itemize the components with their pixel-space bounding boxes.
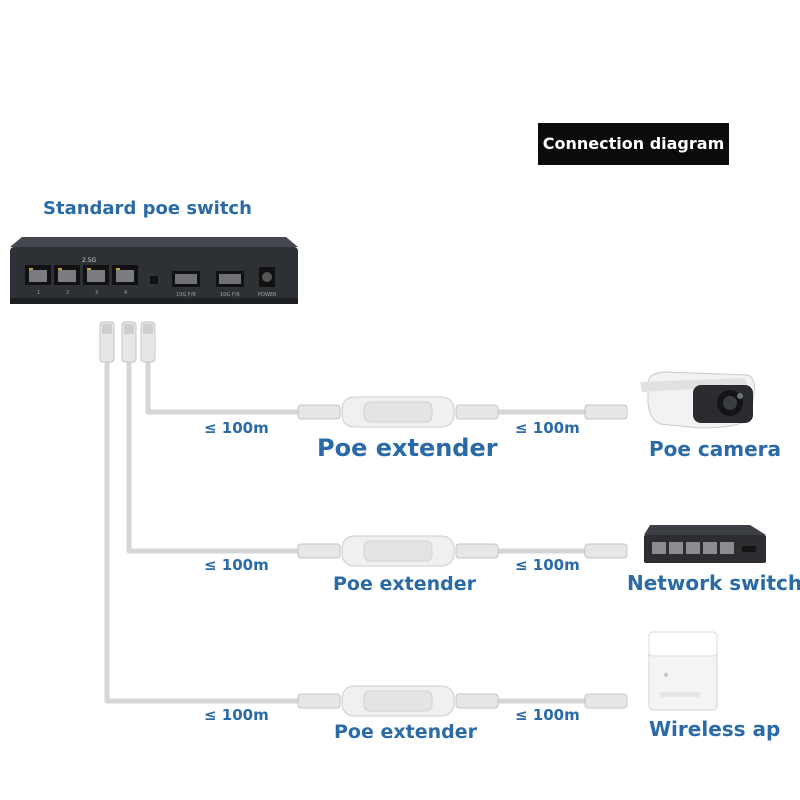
switch-speed-label: 2.5G: [82, 257, 97, 264]
reset-button: [150, 276, 158, 284]
row-2-left-distance: ≤ 100m: [204, 556, 269, 574]
cable-row-2: [126, 360, 300, 554]
connection-diagram-badge: Connection diagram: [538, 123, 729, 165]
cable-row-3: [104, 360, 300, 704]
row-1-left-distance: ≤ 100m: [204, 419, 269, 437]
rj45-plug-switch-1: [99, 321, 115, 363]
switch-sfp-label-1: 10G F/R: [176, 292, 196, 298]
rj45-plug-switch-2: [121, 321, 137, 363]
cable-row-1: [145, 360, 300, 415]
row-3-left-distance: ≤ 100m: [204, 706, 269, 724]
row-1-extender-label: Poe extender: [317, 434, 498, 462]
switch-port-label-4: 4: [124, 290, 127, 296]
row-2-extender-label: Poe extender: [333, 573, 476, 595]
row-1-device-label: Poe camera: [649, 437, 782, 461]
network-switch-icon: [644, 525, 766, 563]
rj45-plug-switch-3: [140, 321, 156, 363]
row-2-right-distance: ≤ 100m: [515, 556, 580, 574]
row-1-hardware: [297, 396, 628, 428]
switch-port-label-1: 1: [37, 290, 40, 296]
poe-camera-icon: [640, 371, 755, 429]
switch-port-label-2: 2: [66, 290, 69, 296]
row-3-device-label: Wireless ap: [649, 717, 781, 741]
poe-switch-device: 2.5G 1 2 3 4 10G F/R 10G F/R POWER: [10, 237, 298, 304]
switch-port-label-3: 3: [95, 290, 98, 296]
switch-title: Standard poe switch: [43, 198, 252, 219]
row-3-hardware: [297, 685, 628, 717]
rj45-port-group: [25, 265, 138, 285]
switch-power-label: POWER: [258, 292, 277, 298]
row-3-right-distance: ≤ 100m: [515, 706, 580, 724]
switch-sfp-label-2: 10G F/R: [220, 292, 240, 298]
row-1-right-distance: ≤ 100m: [515, 419, 580, 437]
row-2-hardware: [297, 535, 628, 567]
row-2-device-label: Network switch: [627, 571, 800, 595]
wireless-ap-icon: [648, 631, 718, 711]
row-3-extender-label: Poe extender: [334, 721, 477, 743]
